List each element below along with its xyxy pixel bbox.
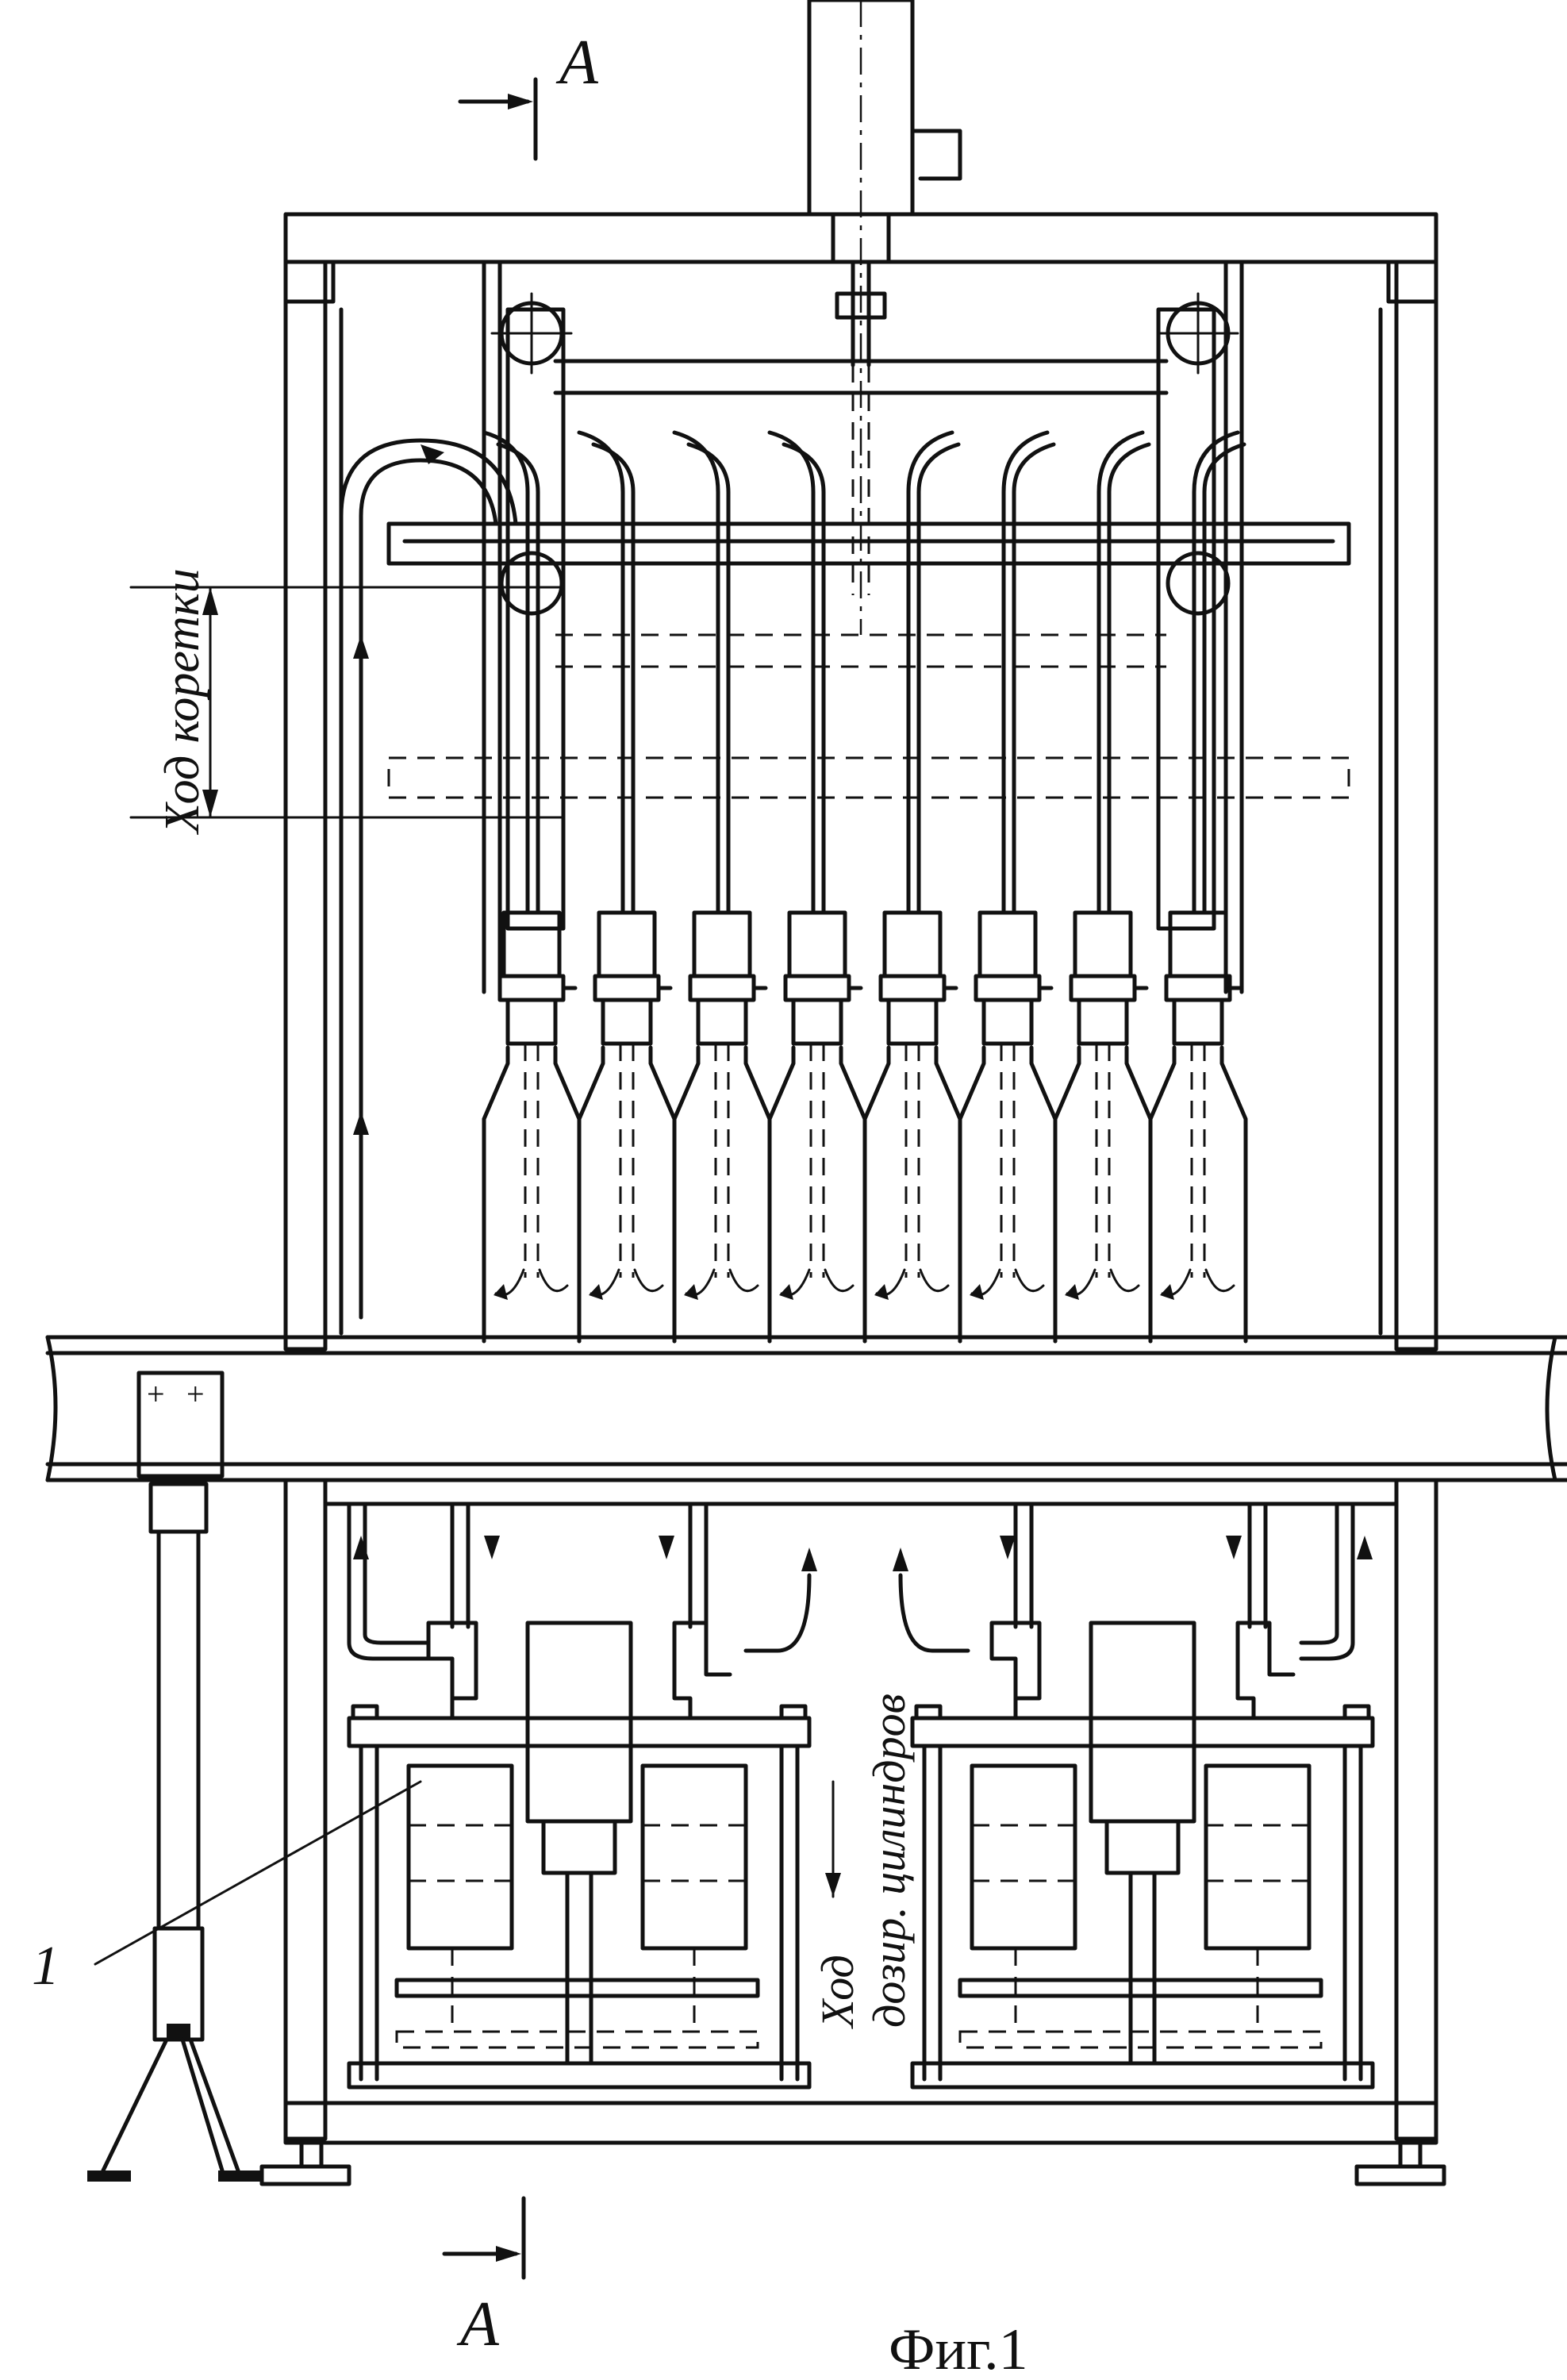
- dosing-travel-label-2: дозир. цилиндров: [863, 1694, 915, 2028]
- section-label-top: А: [555, 28, 599, 98]
- flow-arrowhead: [1160, 1284, 1174, 1300]
- filling-head-base: [595, 976, 659, 1000]
- flow-arrow: [730, 1270, 758, 1291]
- section-marker-top: А: [460, 28, 599, 159]
- filling-neck-clamp: [1079, 1000, 1127, 1044]
- dosing-valve: [428, 1623, 476, 1718]
- guide-columns: [484, 262, 1242, 992]
- lower-pipes: [349, 1504, 1373, 1659]
- dosing-valve: [674, 1623, 730, 1718]
- svg-text:+: +: [186, 1376, 205, 1412]
- carriage-travel-label: Ход коретки: [156, 568, 209, 836]
- bottle: [674, 1048, 770, 1341]
- bottle: [865, 1048, 960, 1341]
- dosing-travel-dimension: Ход дозир. цилиндров: [812, 1694, 915, 2029]
- dosing-actuator-end: [543, 1821, 615, 1873]
- bottle: [770, 1048, 865, 1341]
- filling-head-base: [976, 976, 1039, 1000]
- bottle: [960, 1048, 1055, 1341]
- dosing-bottom-plate: [349, 2063, 809, 2087]
- filling-head: [694, 913, 750, 976]
- filling-neck-clamp: [984, 1000, 1031, 1044]
- left-return-pipe: [341, 440, 516, 1317]
- hose: [1014, 444, 1054, 532]
- dosing-crossbar: [397, 1980, 758, 1996]
- filling-neck-clamp: [1174, 1000, 1222, 1044]
- filling-head-base: [1071, 976, 1135, 1000]
- bottle: [1055, 1048, 1150, 1341]
- conveyor: + +: [48, 1337, 1567, 1480]
- flow-arrowhead: [779, 1284, 793, 1300]
- filling-head-base: [785, 976, 849, 1000]
- flow-arrow: [825, 1270, 853, 1291]
- flow-arrow: [1111, 1270, 1139, 1291]
- bottle: [1150, 1048, 1246, 1341]
- filling-neck-clamp: [603, 1000, 651, 1044]
- filling-neck-clamp: [889, 1000, 936, 1044]
- flow-arrowhead: [874, 1284, 889, 1300]
- filling-head: [1075, 913, 1131, 976]
- dosing-cylinder: [1206, 1766, 1309, 1948]
- dosing-cylinder: [972, 1766, 1075, 1948]
- dosing-crossbar-lower: [960, 2032, 1321, 2047]
- bottle: [579, 1048, 674, 1341]
- filling-head-base: [881, 976, 944, 1000]
- dosing-cylinder: [643, 1766, 746, 1948]
- nozzle-assembly: [484, 433, 1246, 1341]
- dosing-actuator: [1091, 1623, 1194, 1821]
- filling-head: [599, 913, 655, 976]
- flow-arrow: [635, 1270, 663, 1291]
- flow-arrowhead: [684, 1284, 698, 1300]
- support-leg: [87, 1484, 262, 2182]
- section-label-bottom: А: [456, 2290, 500, 2359]
- flow-arrow: [1206, 1270, 1234, 1291]
- svg-text:+: +: [147, 1376, 165, 1412]
- bolt-head: [1345, 1706, 1369, 1718]
- flow-arrow: [920, 1270, 948, 1291]
- bolt-head: [353, 1706, 377, 1718]
- dosing-crossbar-lower: [397, 2032, 758, 2047]
- dosing-actuator-end: [1107, 1821, 1178, 1873]
- filling-head-base: [690, 976, 754, 1000]
- filling-neck-clamp: [698, 1000, 746, 1044]
- filling-head: [980, 913, 1035, 976]
- hose: [919, 444, 958, 532]
- filling-neck-clamp: [508, 1000, 555, 1044]
- dosing-top-plate: [912, 1718, 1373, 1746]
- dosing-valve: [992, 1623, 1039, 1718]
- flow-arrowhead: [1065, 1284, 1079, 1300]
- dosing-crossbar: [960, 1980, 1321, 1996]
- figure-caption: Фиг.1: [889, 2317, 1028, 2380]
- flow-arrowhead: [494, 1284, 508, 1300]
- hose: [1109, 444, 1149, 532]
- filling-head: [789, 913, 845, 976]
- flow-arrowhead: [970, 1284, 984, 1300]
- filling-head: [504, 913, 559, 976]
- dosing-valve: [1238, 1623, 1293, 1718]
- section-marker-bottom: А: [444, 2198, 524, 2359]
- bottle: [484, 1048, 579, 1341]
- dosing-bottom-plate: [912, 2063, 1373, 2087]
- callout-1-label: 1: [32, 1936, 60, 1997]
- dosing-travel-label-1: Ход: [812, 1955, 863, 2029]
- filling-head: [1170, 913, 1226, 976]
- flow-arrow: [540, 1270, 567, 1291]
- filling-head: [885, 913, 940, 976]
- flow-arrowhead: [589, 1284, 603, 1300]
- filling-neck-clamp: [793, 1000, 841, 1044]
- filling-head-base: [500, 976, 563, 1000]
- bolt-head: [782, 1706, 805, 1718]
- bolt-head: [916, 1706, 940, 1718]
- flow-arrow: [1016, 1270, 1043, 1291]
- dosing-top-plate: [349, 1718, 809, 1746]
- dosing-cylinder: [409, 1766, 512, 1948]
- dosing-actuator: [528, 1623, 631, 1821]
- filling-head-base: [1166, 976, 1230, 1000]
